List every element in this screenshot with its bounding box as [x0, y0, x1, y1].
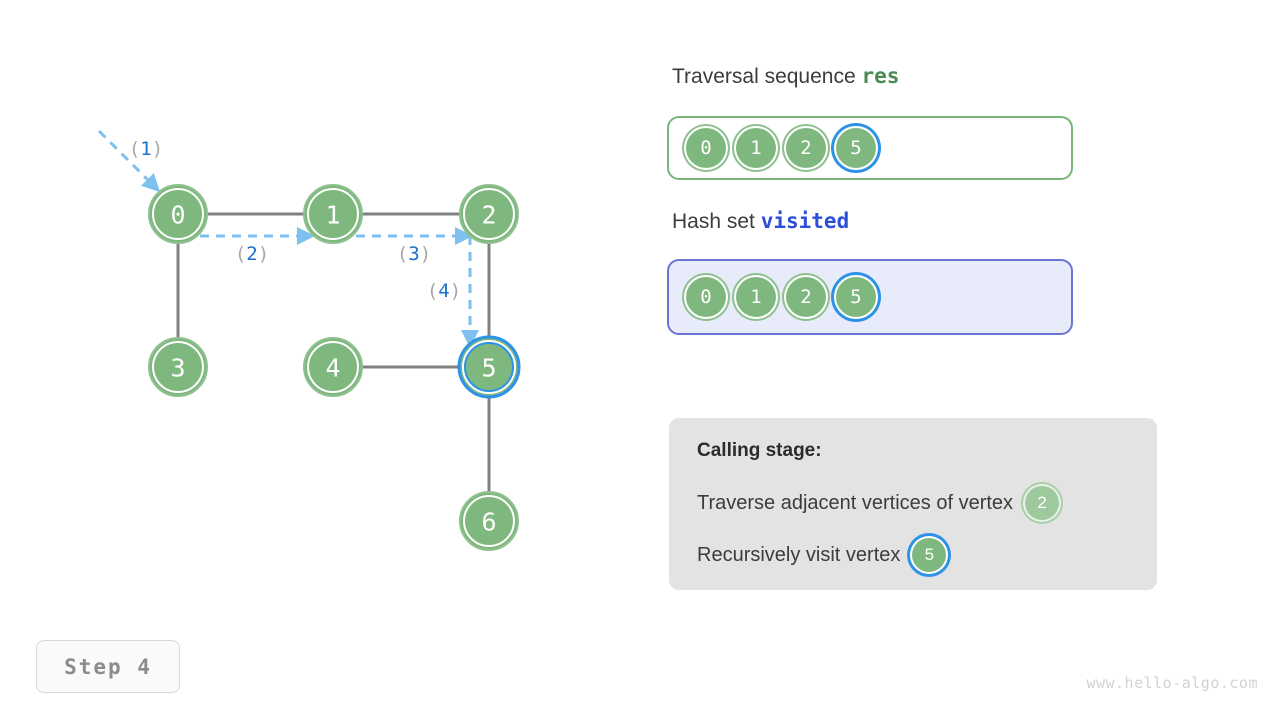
graph-vertex-5-label: 5	[481, 354, 496, 383]
traversal-labels: (1) (2) (3) (4)	[129, 138, 461, 302]
visited-chip-0[interactable]: 0	[684, 275, 728, 319]
traversal-label-4: (4)	[427, 280, 461, 302]
traversal-label-1: (1)	[129, 138, 163, 160]
traversal-arrows	[97, 129, 479, 348]
graph-vertex-2[interactable]: 2	[459, 184, 519, 244]
traversal-label-3: (3)	[397, 243, 431, 265]
graph-vertex-0[interactable]: 0	[148, 184, 208, 244]
graph-vertex-4[interactable]: 4	[303, 337, 363, 397]
traversal-label-2: (2)	[235, 243, 269, 265]
right-panel: Traversal sequence res 0 1 2 5 Hash set …	[660, 0, 1280, 720]
traversal-arrow-1	[97, 129, 161, 193]
graph-vertex-4-label: 4	[325, 354, 340, 383]
graph-vertex-5[interactable]: 5	[457, 335, 521, 399]
calling-stage-line-2: Recursively visit vertex 5	[697, 536, 1129, 574]
res-caption-code: res	[861, 64, 900, 88]
visited-caption-code: visited	[760, 209, 850, 233]
calling-stage-line-1-text: Traverse adjacent vertices of vertex	[697, 491, 1014, 514]
graph-vertex-3[interactable]: 3	[148, 337, 208, 397]
graph-vertex-0-label: 0	[170, 201, 185, 230]
visited-chip-1[interactable]: 1	[734, 275, 778, 319]
graph-vertex-6[interactable]: 6	[459, 491, 519, 551]
graph-svg: (1) (2) (3) (4) 0 1 2	[97, 129, 521, 551]
visited-chip-3[interactable]: 5	[834, 275, 878, 319]
calling-stage-line-2-vertex: 5	[910, 536, 949, 574]
step-badge: Step 4	[36, 640, 180, 693]
res-caption: Traversal sequence res	[672, 64, 899, 89]
graph-edges	[176, 212, 491, 492]
calling-stage-line-2-text: Recursively visit vertex	[697, 543, 901, 566]
visited-caption: Hash set visited	[672, 209, 849, 234]
res-chip-2[interactable]: 2	[784, 126, 828, 170]
graph-vertex-6-label: 6	[481, 508, 496, 537]
graph-panel: (1) (2) (3) (4) 0 1 2	[97, 129, 521, 551]
res-chip-3[interactable]: 5	[834, 126, 878, 170]
res-chip-0[interactable]: 0	[684, 126, 728, 170]
graph-vertex-3-label: 3	[170, 354, 185, 383]
calling-stage-box: Calling stage: Traverse adjacent vertice…	[669, 418, 1157, 590]
visited-chip-2[interactable]: 2	[784, 275, 828, 319]
graph-vertex-1-label: 1	[325, 201, 340, 230]
calling-stage-title: Calling stage:	[697, 440, 822, 461]
calling-stage-line-1-vertex: 2	[1023, 484, 1062, 522]
res-bucket: 0 1 2 5	[667, 116, 1073, 180]
watermark: www.hello-algo.com	[1086, 674, 1258, 692]
visited-caption-prefix: Hash set	[672, 210, 755, 233]
calling-stage-line-1: Traverse adjacent vertices of vertex 2	[697, 484, 1129, 522]
res-caption-prefix: Traversal sequence	[672, 65, 856, 88]
res-chip-1[interactable]: 1	[734, 126, 778, 170]
graph-vertex-1[interactable]: 1	[303, 184, 363, 244]
visited-bucket: 0 1 2 5	[667, 259, 1073, 335]
graph-vertex-2-label: 2	[481, 201, 496, 230]
